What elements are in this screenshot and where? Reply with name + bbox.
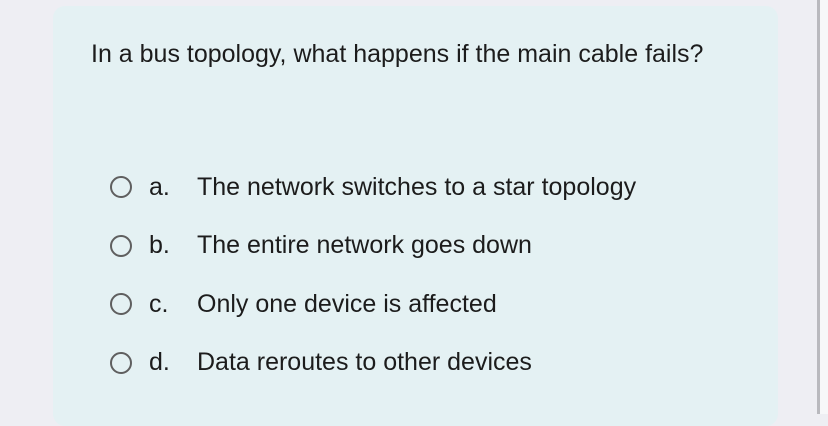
option-letter: b. — [149, 231, 170, 260]
option-a[interactable]: a. The network switches to a star topolo… — [110, 158, 760, 217]
radio-button-d[interactable] — [110, 351, 132, 374]
option-label: The entire network goes down — [197, 231, 532, 260]
scrollbar-track[interactable] — [817, 0, 820, 414]
radio-button-b[interactable] — [110, 234, 132, 257]
option-label: Only one device is affected — [197, 289, 497, 318]
option-b[interactable]: b. The entire network goes down — [110, 217, 760, 276]
option-label: Data reroutes to other devices — [197, 348, 532, 377]
option-label: The network switches to a star topology — [197, 172, 637, 201]
option-letter: c. — [149, 289, 169, 318]
option-letter: a. — [149, 172, 170, 201]
option-letter: d. — [149, 348, 170, 377]
question-card: In a bus topology, what happens if the m… — [53, 6, 778, 426]
page-edge — [820, 0, 828, 414]
option-c[interactable]: c. Only one device is affected — [110, 275, 760, 334]
option-d[interactable]: d. Data reroutes to other devices — [110, 334, 760, 393]
radio-button-c[interactable] — [110, 293, 132, 316]
radio-button-a[interactable] — [110, 176, 132, 199]
question-text: In a bus topology, what happens if the m… — [91, 40, 704, 68]
answer-options: a. The network switches to a star topolo… — [110, 158, 760, 392]
